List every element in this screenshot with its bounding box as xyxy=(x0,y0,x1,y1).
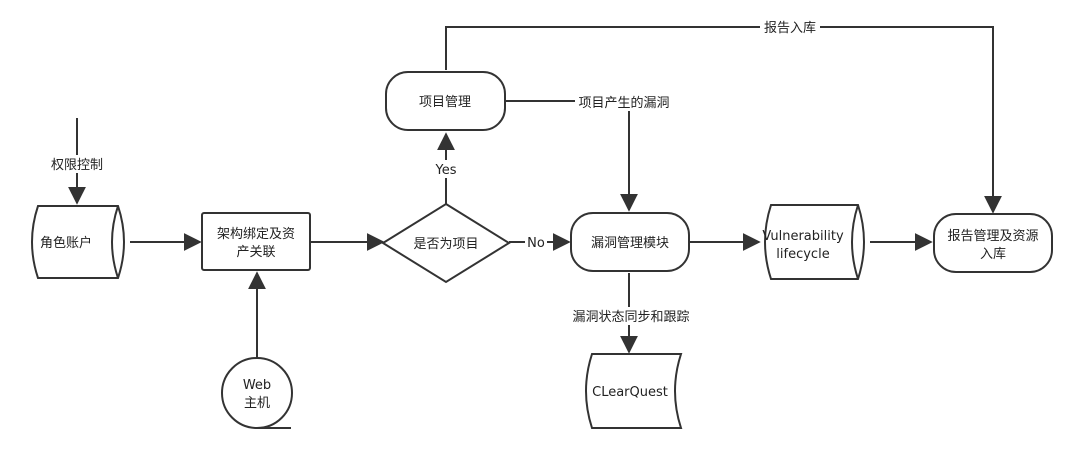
node-role-account: 角色账户 xyxy=(31,205,125,279)
node-clearquest-label: CLearQuest xyxy=(592,385,668,400)
node-web-host: Web 主机 xyxy=(221,357,293,429)
edge-label-no: No xyxy=(527,236,545,251)
edge-project-to-report xyxy=(445,26,1002,214)
node-decision-label: 是否为项目 xyxy=(413,237,478,252)
node-web-host-label-1: Web xyxy=(243,378,271,393)
node-binding-label-1: 架构绑定及资 xyxy=(217,227,295,242)
node-vuln-lifecycle: Vulnerability lifecycle xyxy=(762,204,865,280)
edge-project-to-vuln xyxy=(505,100,638,212)
node-project-label: 项目管理 xyxy=(419,95,471,110)
node-role-account-label: 角色账户 xyxy=(40,235,92,251)
edge-label-yes: Yes xyxy=(435,163,457,178)
node-report-label-2: 入库 xyxy=(980,246,1006,262)
edge-label-report-storage: 报告入库 xyxy=(764,20,816,36)
node-report-management: 报告管理及资源 入库 xyxy=(933,213,1053,273)
node-project-management: 项目管理 xyxy=(385,71,506,131)
node-vuln-module-label: 漏洞管理模块 xyxy=(591,235,669,251)
node-binding-label-2: 产关联 xyxy=(236,245,275,260)
node-report-label-1: 报告管理及资源 xyxy=(947,229,1038,244)
node-clearquest: CLearQuest xyxy=(585,353,683,429)
edge-label-status-sync: 漏洞状态同步和跟踪 xyxy=(572,309,689,325)
node-vuln-management-module: 漏洞管理模块 xyxy=(570,212,690,272)
edge-label-project-vulns: 项目产生的漏洞 xyxy=(578,95,669,111)
node-decision-is-project: 是否为项目 xyxy=(381,202,511,284)
edge-label-permission: 权限控制 xyxy=(51,157,103,173)
node-web-host-label-2: 主机 xyxy=(244,396,270,411)
node-lifecycle-label-2: lifecycle xyxy=(776,247,829,262)
node-lifecycle-label-1: Vulnerability xyxy=(762,229,844,244)
node-architecture-binding: 架构绑定及资 产关联 xyxy=(201,212,311,271)
